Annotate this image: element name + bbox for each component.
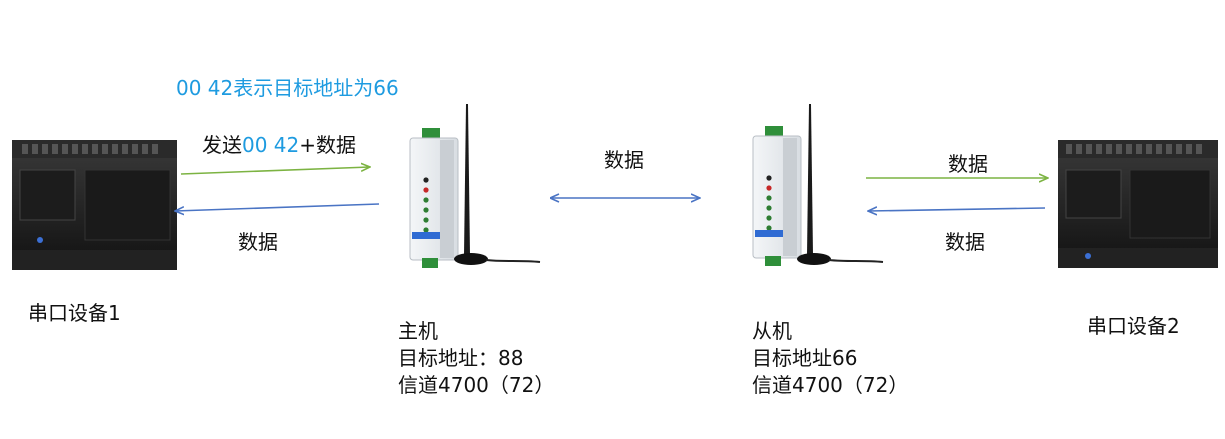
arrow-device2-to-slave [868, 208, 1046, 211]
master-title: 主机 [398, 319, 438, 343]
master-info: 主机 目标地址：88 信道4700（72） [398, 318, 554, 399]
plc-device-1-icon [12, 140, 177, 270]
master-address: 目标地址：88 [398, 346, 524, 370]
send-label-tail: +数据 [299, 133, 357, 157]
right-bottom-data-label: 数据 [945, 230, 985, 254]
master-channel: 信道4700（72） [398, 373, 555, 397]
master-antenna-icon [454, 104, 541, 265]
slave-info: 从机 目标地址66 信道4700（72） [752, 318, 908, 399]
plc-device-2-icon [1058, 140, 1218, 268]
address-note-prefix: 00 42 [176, 76, 234, 100]
slave-channel: 信道4700（72） [752, 373, 909, 397]
arrow-master-to-device1 [175, 203, 380, 211]
send-label: 发送00 42+数据 [202, 132, 356, 158]
left-return-data-label: 数据 [238, 230, 278, 254]
slave-address: 目标地址66 [752, 346, 858, 370]
address-note: 00 42表示目标地址为66 [176, 75, 399, 101]
right-top-data-label: 数据 [948, 152, 988, 176]
master-radio-module-icon [409, 128, 459, 268]
send-label-addr: 00 42 [242, 133, 300, 157]
slave-radio-module-icon [752, 126, 802, 266]
middle-data-label: 数据 [604, 148, 644, 172]
arrow-device1-to-master [180, 167, 370, 175]
device2-label: 串口设备2 [1087, 314, 1180, 338]
device1-label: 串口设备1 [28, 301, 121, 325]
slave-title: 从机 [752, 319, 792, 343]
send-label-lead: 发送 [202, 133, 242, 157]
address-note-suffix: 表示目标地址为66 [233, 76, 399, 100]
slave-antenna-icon [797, 104, 884, 265]
